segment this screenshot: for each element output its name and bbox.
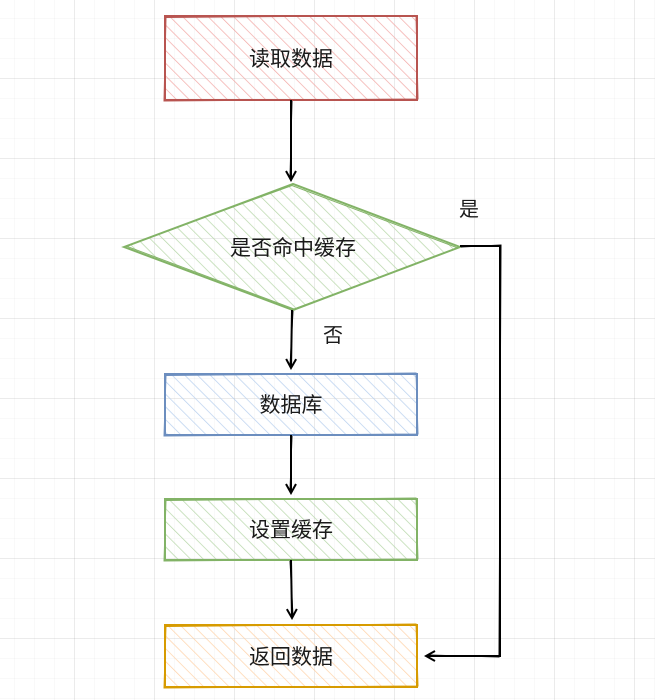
node-cache-hit-decision-label: 是否命中缓存 [230, 236, 356, 260]
node-cache-hit-decision[interactable]: 是否命中缓存 [121, 182, 463, 312]
node-set-cache[interactable]: 设置缓存 [163, 497, 419, 562]
node-set-cache-label: 设置缓存 [249, 518, 333, 542]
node-database-label: 数据库 [260, 393, 323, 417]
node-return-data-label: 返回数据 [249, 645, 333, 669]
edge-decision-to-database [290, 309, 293, 368]
node-read-data[interactable]: 读取数据 [163, 14, 419, 102]
node-database[interactable]: 数据库 [163, 372, 419, 437]
edge-decision-to-return [426, 244, 502, 657]
edge-set-cache-to-return [290, 559, 293, 618]
edge-read-to-decision [290, 100, 292, 180]
edge-label-no: 否 [323, 323, 343, 347]
node-return-data[interactable]: 返回数据 [163, 623, 419, 689]
edge-database-to-set-cache [290, 435, 292, 493]
node-read-data-label: 读取数据 [249, 47, 333, 71]
edge-label-yes: 是 [459, 197, 479, 221]
